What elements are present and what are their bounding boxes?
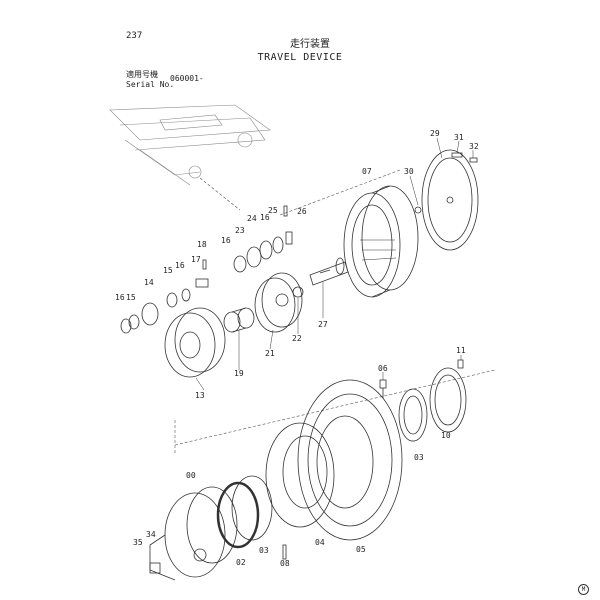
title-japanese: 走行装置	[290, 39, 330, 50]
part-label: 02	[236, 558, 246, 567]
part-07-drum	[343, 185, 419, 298]
part-label: 16	[175, 261, 185, 270]
part-label: 13	[195, 391, 205, 400]
part-label: 25	[268, 206, 278, 215]
part-label: 10	[441, 431, 451, 440]
part-label: 22	[292, 334, 302, 343]
part-label: 04	[315, 538, 325, 547]
part-label: 16	[115, 293, 125, 302]
part-22-washer	[292, 286, 304, 298]
part-label: 14	[144, 278, 154, 287]
part-label: 27	[318, 320, 328, 329]
track-frame-sketch	[109, 104, 271, 186]
title-english: TRAVEL DEVICE	[257, 52, 343, 63]
serial-label-japanese: 適用号機	[126, 70, 158, 79]
part-label: 35	[133, 538, 143, 547]
part-label: 07	[362, 167, 372, 176]
part-05-sprocket	[297, 379, 403, 541]
serial-label-english: Serial No.	[126, 80, 175, 89]
part-00-motor	[149, 486, 238, 581]
part-13-carrier	[164, 307, 226, 378]
left-gear-set	[120, 259, 209, 334]
part-19-bearing	[223, 307, 255, 333]
part-label: 03	[259, 546, 269, 555]
part-11-bolt	[457, 359, 464, 369]
part-label: 31	[454, 133, 464, 142]
serial-number-value: 060001-	[170, 74, 204, 83]
label-leaders	[195, 137, 474, 391]
part-label: 08	[280, 559, 290, 568]
leader-lines	[174, 169, 496, 455]
part-03-10-rings	[398, 367, 467, 442]
part-02-seal	[216, 475, 273, 549]
part-27-shaft	[309, 257, 349, 286]
part-08-bolt	[282, 544, 287, 560]
part-label: 03	[414, 453, 424, 462]
part-label: 11	[456, 346, 466, 355]
part-04-hub	[265, 422, 335, 528]
part-label: 16	[221, 236, 231, 245]
part-label: 26	[297, 207, 307, 216]
part-label: 34	[146, 530, 156, 539]
part-label: 19	[234, 369, 244, 378]
part-label: 21	[265, 349, 275, 358]
part-label: 24	[247, 214, 257, 223]
part-label: 18	[197, 240, 207, 249]
part-29-cover	[414, 149, 479, 251]
upper-gear-set	[233, 205, 293, 273]
part-label: 23	[235, 226, 245, 235]
part-label: 16	[260, 213, 270, 222]
part-label: 05	[356, 545, 366, 554]
part-label: 30	[404, 167, 414, 176]
page-number: 237	[126, 31, 143, 41]
part-label: 06	[378, 364, 388, 373]
part-label: 32	[469, 142, 479, 151]
footer-mark: M	[578, 584, 589, 595]
part-label: 00	[186, 471, 196, 480]
part-label: 29	[430, 129, 440, 138]
part-label: 15	[126, 293, 136, 302]
part-label: 15	[163, 266, 173, 275]
part-label: 17	[191, 255, 201, 264]
part-21-carrier	[254, 272, 303, 333]
